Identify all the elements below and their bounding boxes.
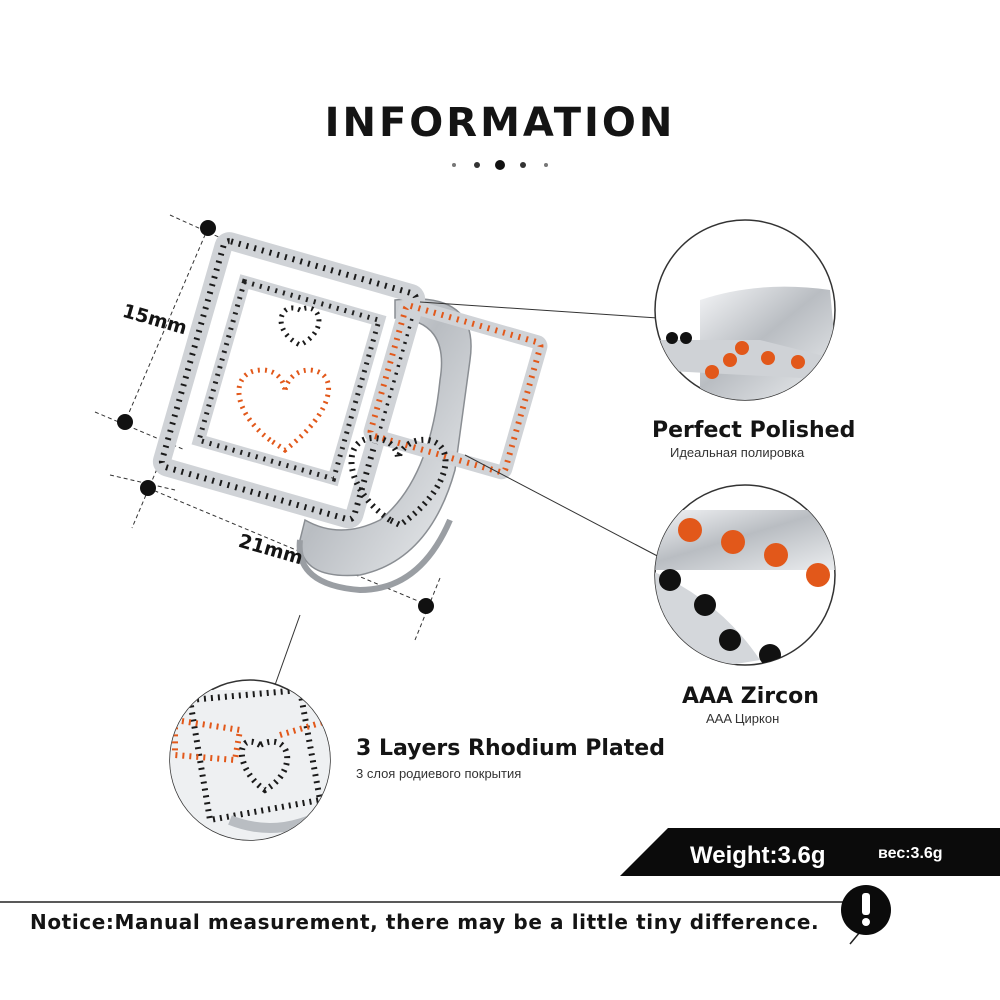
feature-title-polished: Perfect Polished [652,418,856,443]
feature-subtitle-zircon: AAA Циркон [706,711,780,726]
polish-closeup-icon [654,219,836,401]
notice-text: Notice:Manual measurement, there may be … [30,910,820,934]
exclamation-icon [841,885,891,935]
weight-bar [620,828,1000,876]
weight-label: Weight:3.6g [690,842,826,869]
page-title: INFORMATION [324,100,676,146]
weight-label-ru: вес:3.6g [878,845,943,862]
feature-subtitle-polished: Идеальная полировка [670,445,805,460]
feature-title-zircon: AAA Zircon [682,684,819,709]
rhodium-closeup-icon [169,679,331,841]
feature-title-rhodium: 3 Layers Rhodium Plated [356,736,665,761]
zircon-closeup-icon [654,484,836,666]
feature-subtitle-rhodium: 3 слоя родиевого покрытия [356,766,522,781]
title-dots-divider [452,160,548,170]
